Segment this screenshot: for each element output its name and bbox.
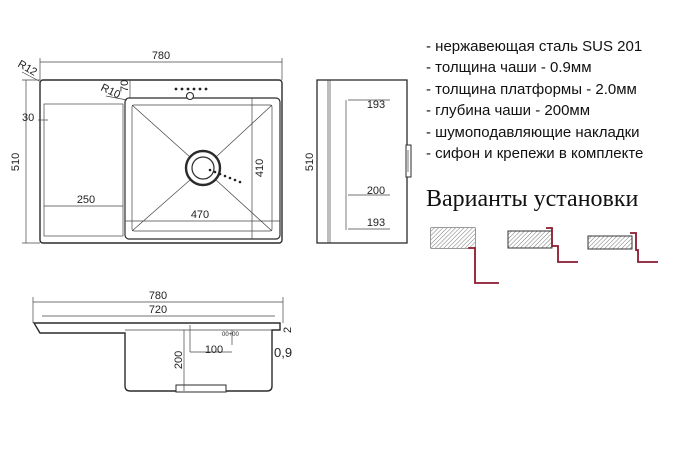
variants-title: Варианты установки [426,186,639,212]
bowl-outline [124,97,281,240]
bowl-slope-line [131,179,191,232]
bowl-width-label: 470 [191,209,209,221]
side-view: 510 193 200 193 [304,79,412,244]
spec-item: - глубина чаши - 200мм [426,102,591,120]
bowl-inner [131,104,273,232]
spec-item: - нержавеющая сталь SUS 201 [426,38,643,55]
bowl-slope-line [215,104,273,158]
side-offset-bottom-label: 193 [367,217,385,229]
side-height-label: 510 [304,153,316,171]
side-depth-label: 200 [367,185,385,197]
spec-item: - толщина чаши - 0.9мм [426,59,592,77]
drain-offset-label: 100 [205,344,223,356]
side-offset-top-label: 193 [367,99,385,111]
tap-hole [185,91,195,101]
section-depth-label: 200 [173,351,185,369]
platform-thickness-label: 2 [282,327,294,333]
bowl-height-label: 410 [254,159,266,177]
section-inner-width-label: 720 [149,304,167,316]
section-width-label: 780 [149,290,167,302]
bowl-thickness-label: 0,9 [274,345,292,360]
section-profile [32,322,281,392]
dim-line [105,95,128,101]
spec-list: - нержавеющая сталь SUS 201 - толщина ча… [426,36,643,164]
platform-area [43,103,124,237]
radius-outer-label: R12 [16,58,39,78]
side-drain [405,144,412,178]
installation-variants [430,227,658,284]
offset-top-label: 70 [119,80,131,92]
install-variant-overmount [587,232,658,263]
bowl-slope-line [215,179,273,232]
install-variant-flush [507,227,578,263]
install-variant-undermount [430,227,499,284]
overflow-dots [174,87,242,184]
drain-outer [184,149,222,187]
drain-inner [191,156,215,180]
section-drain [175,384,227,393]
drain-mark-label: 00+00 [222,332,240,338]
platform-offset-label: 30 [22,112,34,124]
sink-outline [39,79,283,244]
spec-item: - толщина платформы - 2.0мм [426,80,637,98]
top-view: 780 R12 R10 70 510 30 410 250 470 [10,50,283,244]
top-height-label: 510 [10,153,22,171]
platform-width-label: 250 [77,194,95,206]
top-width-label: 780 [152,50,170,62]
side-outline [316,79,408,244]
spec-item: - шумоподавляющие накладки [426,123,640,141]
section-view: 780 720 00+00 2 200 100 0,9 [32,290,294,393]
bowl-slope-line [131,104,191,158]
spec-item: - сифон и крепежи в комплекте [426,145,644,163]
